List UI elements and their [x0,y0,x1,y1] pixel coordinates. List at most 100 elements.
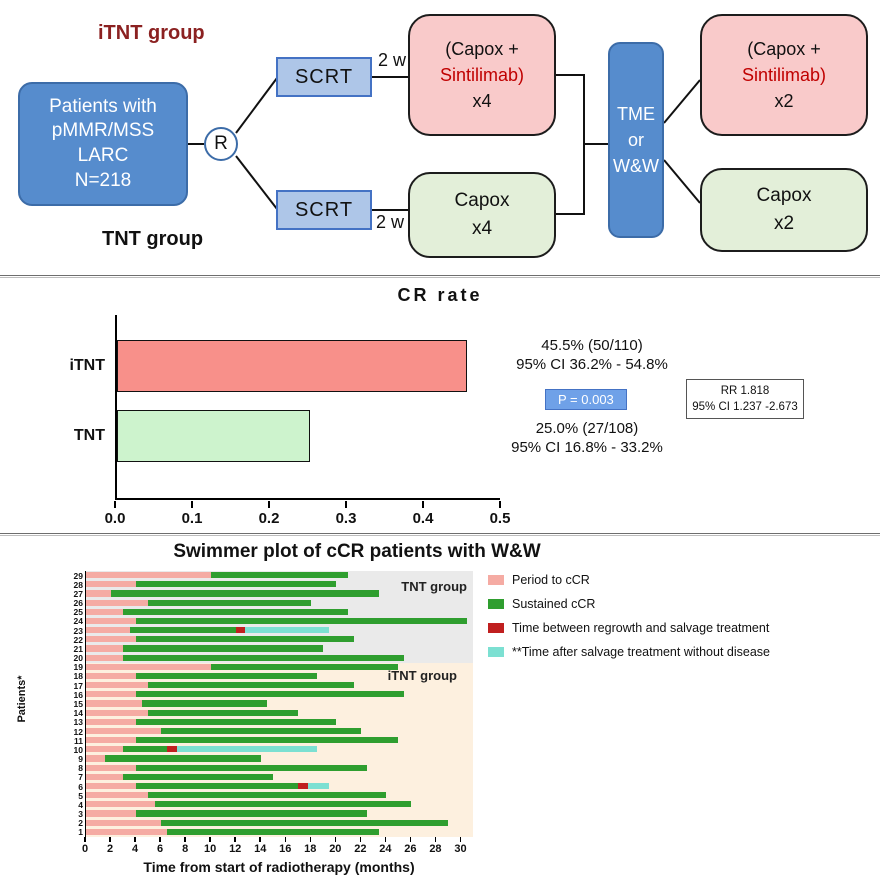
flow-connector-lines [188,74,701,215]
legend-swatch-sustained [488,598,504,609]
swimmer-x-tick-label: 20 [329,843,342,855]
swimmer-patient-id-label: 27 [73,588,83,599]
swimmer-segment-sustained [148,792,386,799]
swimmer-segment-period [86,792,149,799]
swimmer-x-tick-mark [134,837,136,842]
swimmer-segment-period [86,709,149,716]
swimmer-x-tick-label: 28 [429,843,442,855]
swimmer-patient-id-label: 21 [73,643,83,654]
swimmer-segment-period [86,572,211,579]
swimmer-x-tick-mark [334,837,337,842]
swimmer-segment-period [86,755,105,762]
swimmer-segment-period [86,608,124,615]
swimmer-x-tick-label: 2 [106,843,114,855]
swimmer-segment-sustained [210,572,349,579]
swimmer-segment-salvage [308,782,330,790]
cr-x-tick-label: 0.3 [335,510,357,527]
swimmer-segment-period [86,773,124,780]
swimmer-row: 8 [78,764,473,773]
legend-label: Sustained cCR [512,596,596,611]
swimmer-patient-id-label: 12 [73,726,83,737]
swimmer-x-tick-mark [284,837,286,842]
swimmer-y-axis-label: Patients* [16,675,28,723]
swimmer-segment-sustained [160,727,361,735]
swimmer-patient-id-label: 6 [78,781,83,792]
interval-label-bottom: 2 w [376,212,405,232]
swimmer-plot-panel: Swimmer plot of cCR patients with W&W TN… [0,535,880,880]
tme-line-3: W&W [613,156,659,177]
swimmer-row: 11 [74,736,473,745]
swimmer-segment-period [86,581,136,588]
swimmer-row: 5 [78,791,473,800]
cr-category-label-itnt: iTNT [69,357,105,374]
swimmer-row: 28 [74,580,473,589]
randomization-node: R [204,127,238,161]
tme-line-1: TME [617,103,655,124]
cr-x-tick-mark [422,501,424,508]
swimmer-segment-sustained [160,819,449,826]
legend-item: Period to cCR [488,572,770,587]
cr-x-tick-label: 0.2 [258,510,280,527]
swimmer-segment-period [86,828,168,835]
course-count: x2 [773,213,795,234]
tnt-group-label: TNT group [102,228,204,250]
swimmer-segment-regrowth [298,782,309,790]
swimmer-segment-sustained [135,764,367,771]
swimmer-segment-period [86,737,136,744]
swimmer-patient-id-label: 1 [78,827,83,838]
patients-box-line-2: pMMR/MSS [51,120,155,142]
swimmer-x-tick-label: 22 [354,843,367,855]
swimmer-segment-salvage [244,627,330,634]
swimmer-segment-period [86,636,136,643]
swimmer-x-tick-mark [234,837,236,842]
cr-bar-itnt [117,340,468,392]
swimmer-patient-id-label: 17 [73,680,83,691]
swimmer-x-tick-label: 12 [229,843,242,855]
cr-x-tick-label: 0.0 [104,510,126,527]
cr-x-tick-label: 0.1 [181,510,203,527]
swimmer-segment-regrowth [235,627,245,634]
legend-item: **Time after salvage treatment without d… [488,645,770,659]
swimmer-patient-id-label: 15 [73,698,83,709]
capox-sintilimab-x2-box: (Capox + Sintilimab) x2 [700,14,868,136]
swimmer-segment-sustained [148,709,299,716]
swimmer-x-tick-mark [259,837,261,842]
swimmer-patient-id-label: 3 [78,808,83,819]
cr-x-tick-label: 0.5 [489,510,511,527]
legend-label: Period to cCR [512,572,590,587]
swimmer-segment-period [86,700,143,707]
tnt-stat-annotation: 25.0% (27/108) 95% CI 16.8% - 33.2% [492,420,682,458]
swimmer-segment-sustained [135,782,299,790]
itnt-stat-line-2: 95% CI 36.2% - 54.8% [516,355,668,373]
trial-design-panel: iTNT group TNT group Patients with pMMR/… [0,0,880,277]
swimmer-x-tick-mark [109,837,111,842]
swimmer-segment-sustained [142,700,267,707]
swimmer-patient-id-label: 19 [73,662,83,673]
cr-x-tick-mark [191,501,193,508]
swimmer-segment-period [86,691,136,698]
sintilimab-text: Sintilimab) [439,64,525,85]
swimmer-row: 27 [74,589,473,598]
tme-line-2: or [627,129,644,150]
swimmer-segment-sustained [110,590,380,597]
swimmer-x-tick-label: 16 [279,843,292,855]
swimmer-row: 18 [74,672,473,681]
swimmer-segment-period [86,672,136,680]
swimmer-patient-id-label: 13 [73,717,83,728]
swimmer-segment-period [86,617,136,625]
swimmer-x-tick-label: 30 [454,843,467,855]
swimmer-segment-salvage [177,746,317,753]
capox-x2-box: Capox x2 [700,168,868,252]
cr-x-tick-mark [345,501,347,508]
swimmer-patient-id-label: 14 [73,707,83,718]
swimmer-segment-period [86,764,136,771]
swimmer-patient-id-label: 24 [73,616,83,627]
legend-swatch-period [488,574,504,585]
swimmer-row: 3 [78,809,473,818]
swimmer-segment-period [86,663,211,670]
swimmer-patient-id-label: 29 [73,570,83,581]
swimmer-x-axis-label: Time from start of radiotherapy (months) [143,859,415,875]
swimmer-segment-sustained [123,645,324,652]
cr-plot-area [115,315,500,500]
swimmer-x-tick-mark [209,837,211,842]
